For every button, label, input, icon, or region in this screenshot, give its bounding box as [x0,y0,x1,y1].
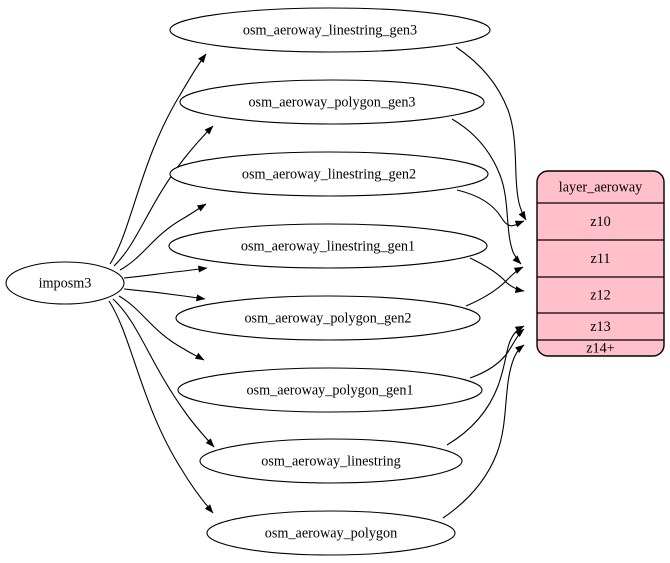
node-imposm3[interactable]: imposm3 [5,261,125,305]
node-shape-osm_aeroway_linestring_gen3 [169,7,491,53]
node-shape-osm_aeroway_polygon [206,510,456,556]
table-header-label: layer_aeroway [559,179,643,195]
table-row-cell [537,203,664,240]
node-shape-imposm3 [5,261,125,305]
edge-osm_aeroway_linestring_gen1-to-layer_aeroway.z12 [469,257,525,294]
node-label-osm_aeroway_polygon: osm_aeroway_polygon [265,525,397,541]
node-osm_aeroway_polygon_gen3[interactable]: osm_aeroway_polygon_gen3 [179,79,485,125]
edges-layer [108,46,527,519]
table-row-label-z10: z10 [590,214,611,230]
node-shape-osm_aeroway_linestring_gen1 [168,223,488,269]
node-shape-osm_aeroway_polygon_gen1 [177,367,483,413]
node-osm_aeroway_linestring_gen3[interactable]: osm_aeroway_linestring_gen3 [169,7,491,53]
table-row-cell [537,277,664,313]
node-shape-osm_aeroway_polygon_gen2 [175,295,481,341]
node-osm_aeroway_linestring_gen1[interactable]: osm_aeroway_linestring_gen1 [168,223,488,269]
node-osm_aeroway_polygon_gen2[interactable]: osm_aeroway_polygon_gen2 [175,295,481,341]
node-label-osm_aeroway_polygon_gen3: osm_aeroway_polygon_gen3 [248,94,415,110]
edge-imposm3-to-osm_aeroway_polygon_gen2 [123,288,206,302]
table-row-cell [537,313,664,340]
edge-osm_aeroway_polygon_gen2-to-layer_aeroway.z11 [465,266,524,307]
nodes-layer: osm_aeroway_linestring_gen3 osm_aeroway_p… [168,7,491,556]
edge-imposm3-to-osm_aeroway_linestring_gen3 [109,53,207,265]
node-shape-osm_aeroway_linestring [199,438,463,484]
edge-osm_aeroway_linestring_gen3-to-layer_aeroway.z10 [455,46,527,221]
node-shape-osm_aeroway_polygon_gen3 [179,79,485,125]
node-osm_aeroway_polygon[interactable]: osm_aeroway_polygon [206,510,456,556]
source-node-layer: imposm3 [5,261,125,305]
table-row-cell [537,240,664,277]
edge-osm_aeroway_linestring_gen2-to-layer_aeroway.z10 [456,189,525,228]
node-label-osm_aeroway_linestring_gen1: osm_aeroway_linestring_gen1 [241,238,415,254]
node-label-osm_aeroway_linestring_gen2: osm_aeroway_linestring_gen2 [242,166,416,182]
edge-osm_aeroway_linestring-to-layer_aeroway.z13 [446,325,525,446]
node-label-imposm3: imposm3 [39,275,92,291]
table-row-label-z12: z12 [590,287,611,303]
edge-imposm3-to-osm_aeroway_linestring [112,298,215,448]
table-row-cell [537,340,664,356]
edge-imposm3-to-osm_aeroway_polygon_gen1 [118,295,205,361]
edge-imposm3-to-osm_aeroway_polygon [108,300,214,514]
table-node-layer: layer_aeroway z10 z11 z12 z13 z14+ [536,170,665,357]
node-layer-aeroway[interactable]: layer_aeroway z10 z11 z12 z13 z14+ [536,170,665,357]
edge-osm_aeroway_polygon-to-layer_aeroway.z14 [442,344,525,519]
node-label-osm_aeroway_polygon_gen2: osm_aeroway_polygon_gen2 [244,310,411,326]
table-row-label-z11: z11 [591,251,611,267]
table-row-label-z13: z13 [590,319,611,335]
node-label-osm_aeroway_linestring: osm_aeroway_linestring [261,453,400,469]
edge-osm_aeroway_polygon_gen3-to-layer_aeroway.z11 [451,118,522,265]
table-header-cell [537,171,664,203]
node-label-osm_aeroway_polygon_gen1: osm_aeroway_polygon_gen1 [246,382,413,398]
edge-imposm3-to-osm_aeroway_linestring_gen2 [119,203,207,271]
node-osm_aeroway_linestring_gen2[interactable]: osm_aeroway_linestring_gen2 [169,151,489,197]
table-outline [536,170,665,357]
node-label-osm_aeroway_linestring_gen3: osm_aeroway_linestring_gen3 [243,22,417,38]
edge-imposm3-to-osm_aeroway_linestring_gen1 [123,265,208,279]
node-shape-osm_aeroway_linestring_gen2 [169,151,489,197]
table-row-label-z14plus: z14+ [586,340,615,356]
edge-osm_aeroway_polygon_gen1-to-layer_aeroway.z13 [469,328,525,379]
node-osm_aeroway_polygon_gen1[interactable]: osm_aeroway_polygon_gen1 [177,367,483,413]
node-osm_aeroway_linestring[interactable]: osm_aeroway_linestring [199,438,463,484]
